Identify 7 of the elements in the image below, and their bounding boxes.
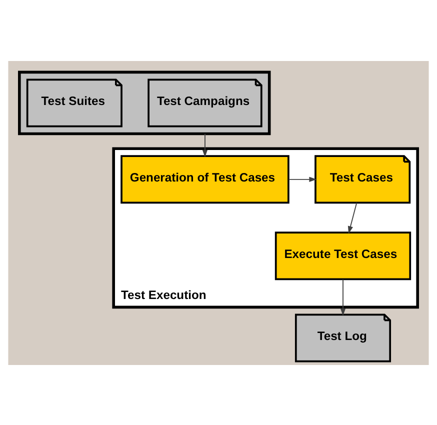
cluster: [18, 70, 271, 135]
arrow: [348, 202, 358, 234]
node-box: Execute Test Cases: [274, 231, 412, 280]
arrow: [340, 278, 346, 316]
arrow: [202, 132, 208, 157]
arrow: [288, 176, 317, 182]
node-box: Generation of Test Cases: [120, 154, 290, 204]
